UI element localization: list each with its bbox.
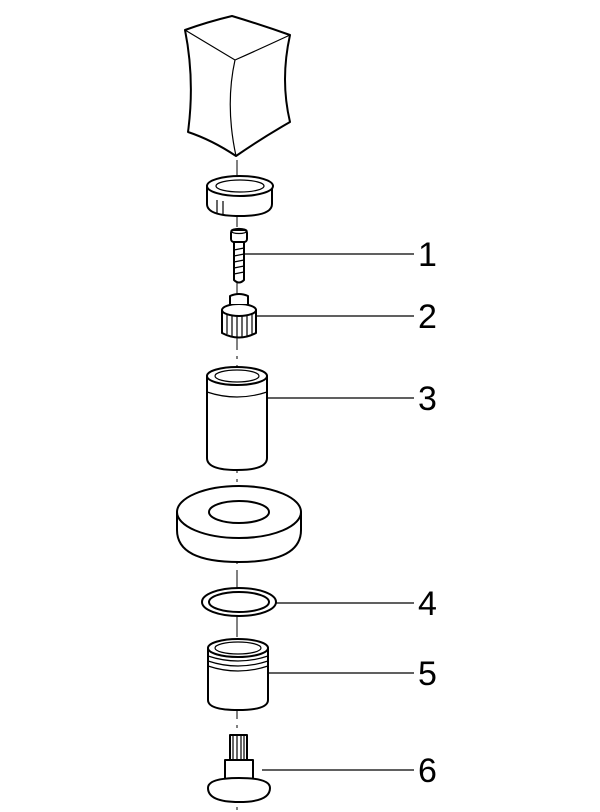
gasket-ring (201, 587, 277, 617)
callout-number-6: 6 (418, 752, 437, 790)
handle-knob (184, 15, 291, 157)
callout-number-3: 3 (418, 380, 437, 418)
spline-adapter (221, 293, 257, 339)
threaded-sleeve (207, 638, 269, 711)
screw (230, 227, 248, 284)
callout-number-4: 4 (418, 585, 437, 623)
spindle (207, 734, 271, 803)
rosette-flange (176, 485, 302, 563)
callout-number-1: 1 (418, 236, 437, 274)
callout-number-5: 5 (418, 655, 437, 693)
callout-number-2: 2 (418, 298, 437, 336)
collar-ring (206, 175, 274, 217)
sleeve (206, 366, 268, 471)
